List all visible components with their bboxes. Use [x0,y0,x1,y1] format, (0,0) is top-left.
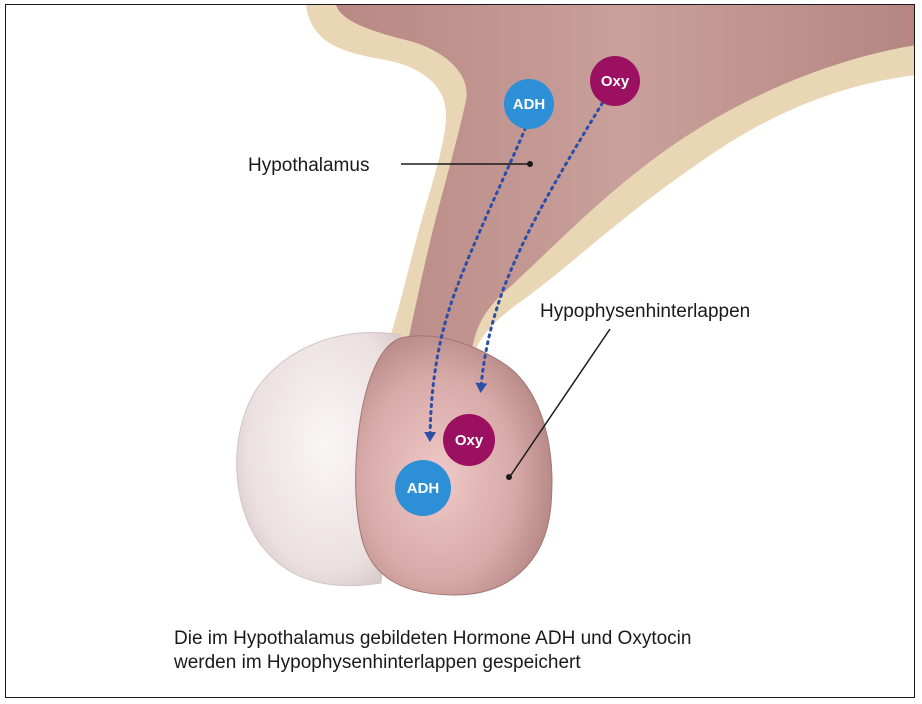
diagram-frame: Hypothalamus Hypophysenhinterlappen ADH … [5,4,915,698]
posterior-pituitary-leader-dot [506,474,512,480]
oxy-badge-top: Oxy [590,56,640,106]
caption: Die im Hypothalamus gebildeten Hormone A… [174,627,691,675]
posterior-pituitary-label: Hypophysenhinterlappen [540,301,750,323]
adh-badge-bottom: ADH [395,460,451,516]
oxy-badge-bottom: Oxy [443,414,495,466]
adh-badge-top: ADH [504,79,554,129]
hypothalamus-leader-dot [527,161,533,167]
caption-line-2: werden im Hypophysenhinterlappen gespeic… [174,651,691,675]
caption-line-1: Die im Hypothalamus gebildeten Hormone A… [174,627,691,651]
hypothalamus-label: Hypothalamus [248,155,369,177]
posterior-lobe [356,336,552,595]
pituitary-illustration [6,5,915,698]
